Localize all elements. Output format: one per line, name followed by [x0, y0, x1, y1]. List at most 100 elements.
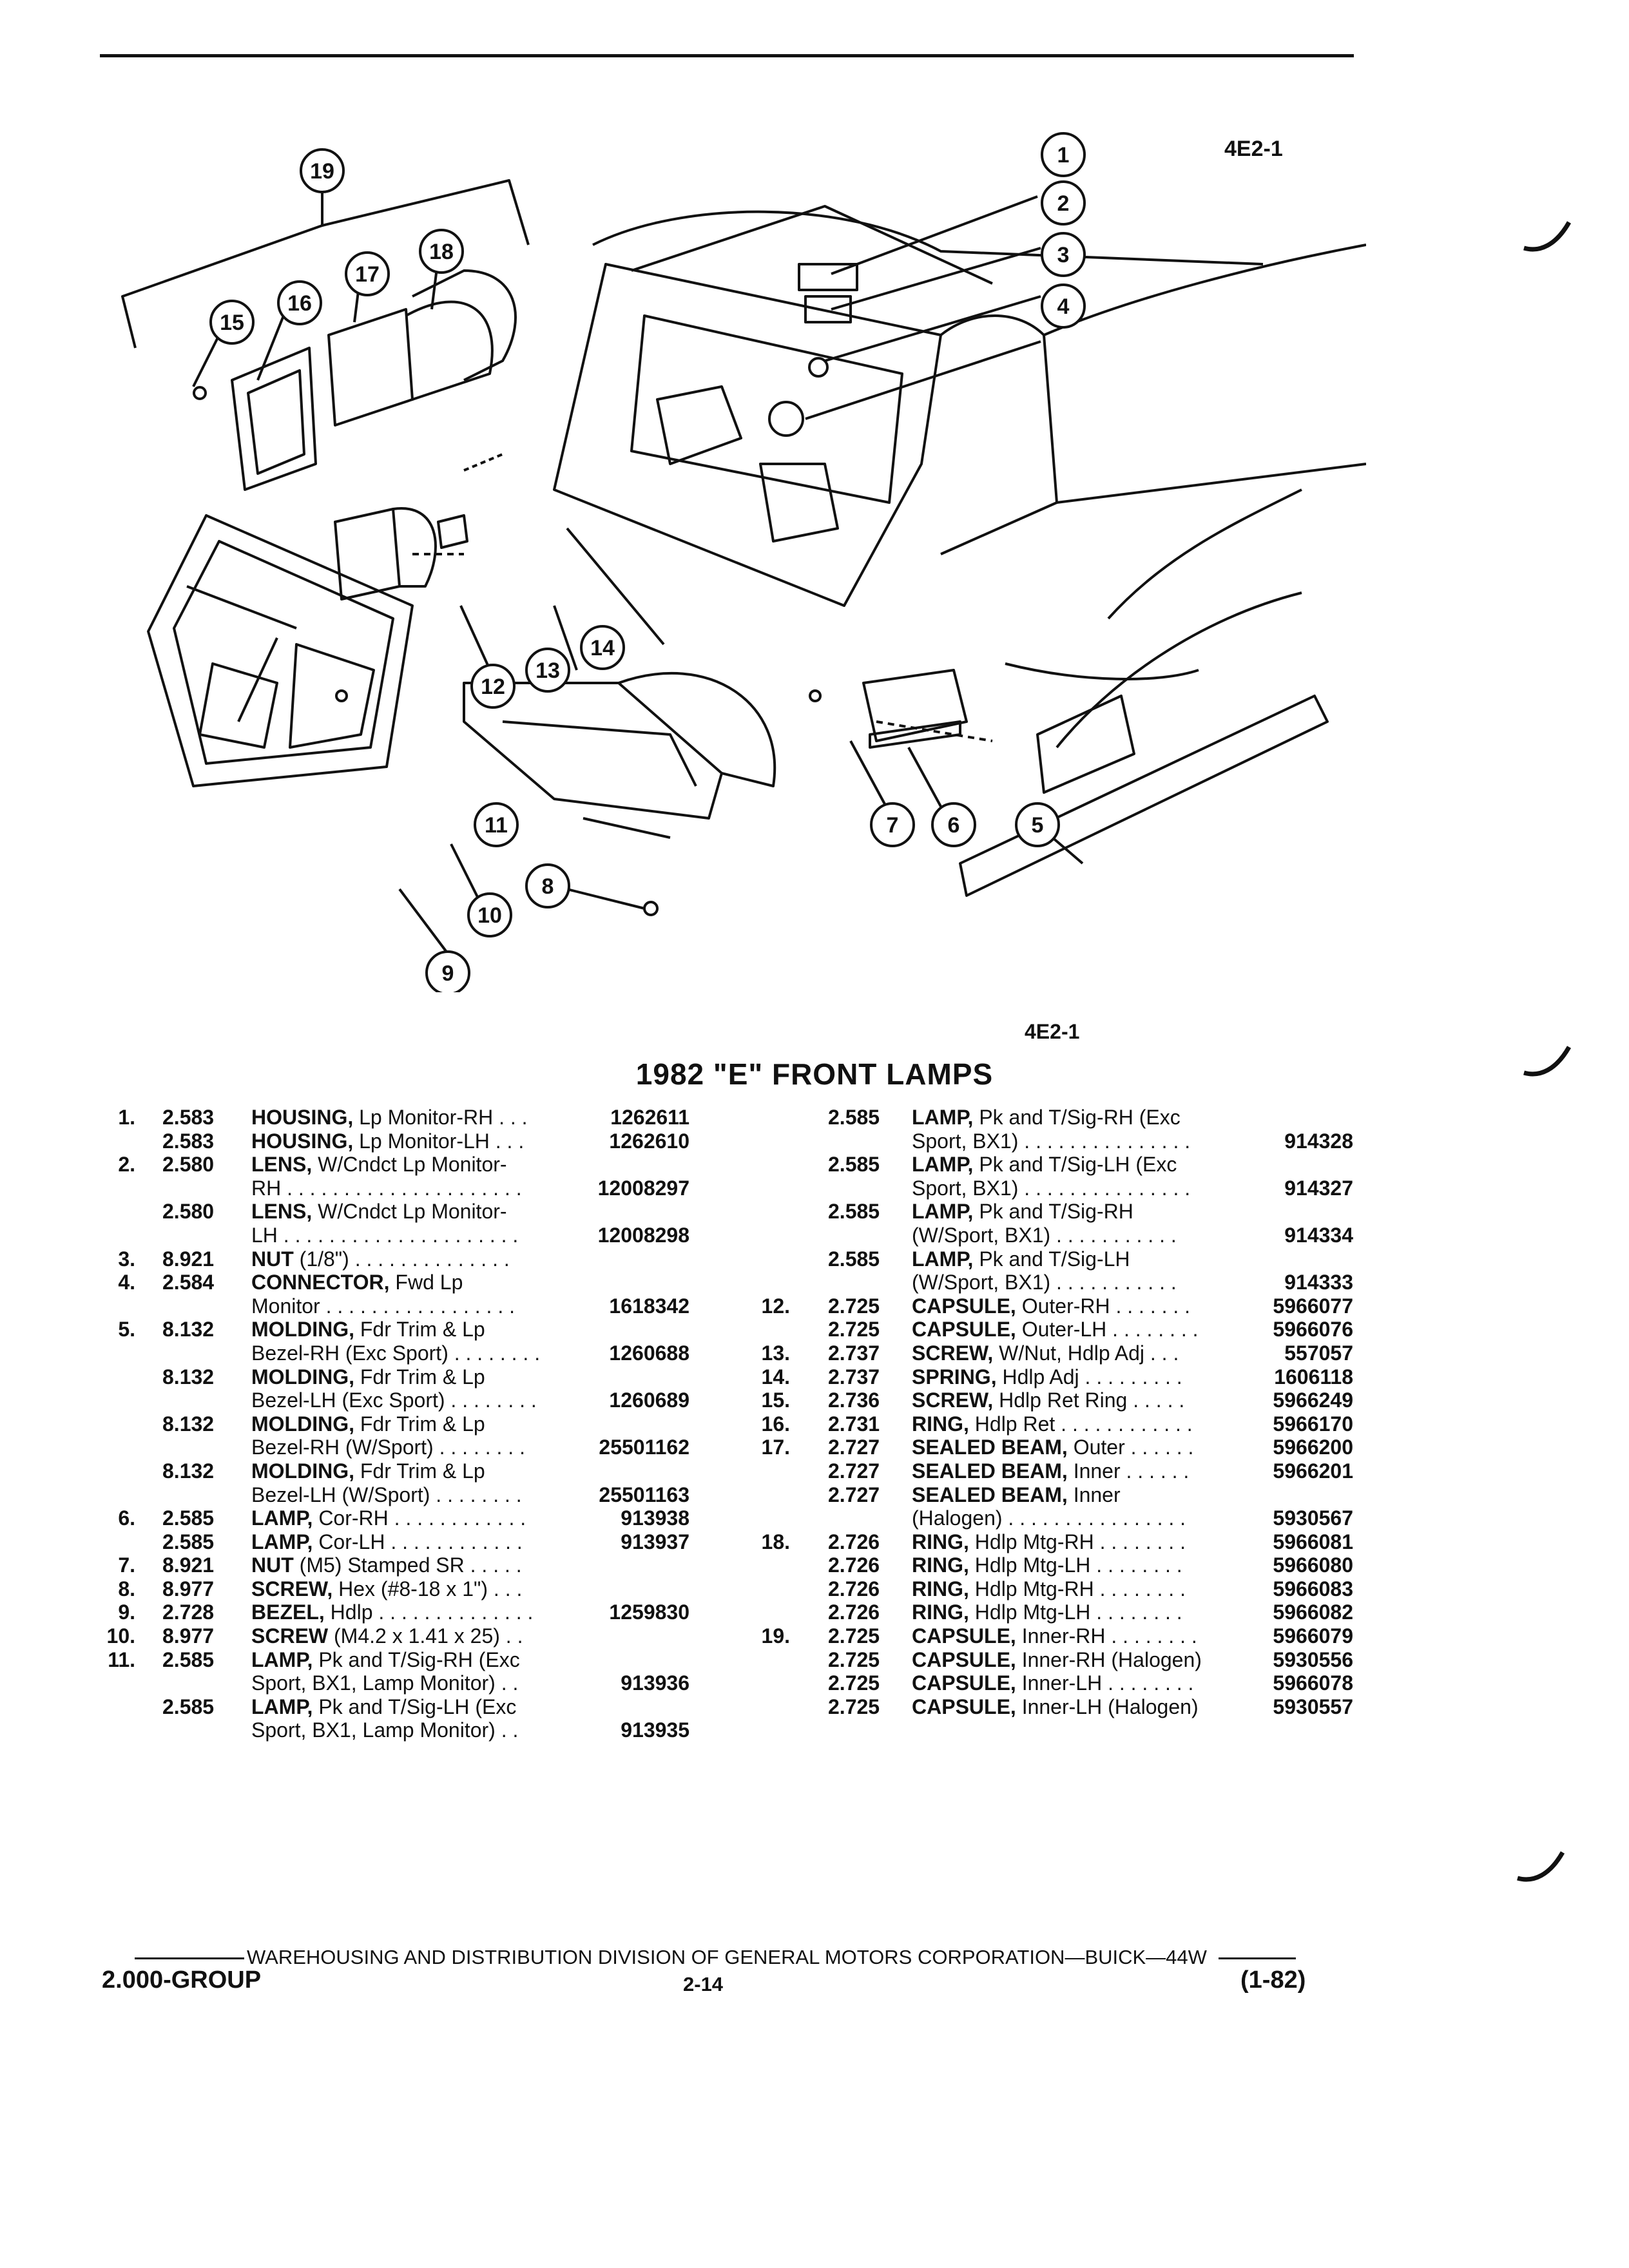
part-number: 5966078	[1273, 1671, 1353, 1695]
part-name: CAPSULE,	[912, 1318, 1016, 1341]
part-description: SCREW, Hdlp Ret Ring . . . . .	[912, 1389, 1184, 1412]
part-description: RING, Hdlp Mtg-LH . . . . . . . .	[912, 1600, 1182, 1624]
part-detail: Hdlp Mtg-RH . . . . . . . .	[969, 1577, 1186, 1600]
part-description: Sport, BX1) . . . . . . . . . . . . . . …	[912, 1129, 1190, 1153]
item-number: 18.	[761, 1530, 790, 1553]
part-description: SCREW, W/Nut, Hdlp Adj . . .	[912, 1341, 1179, 1365]
part-name: NUT	[251, 1553, 294, 1577]
part-detail: Fdr Trim & Lp	[354, 1318, 485, 1341]
parts-list-row: Bezel-LH (Exc Sport) . . . . . . . .1260…	[103, 1389, 689, 1412]
part-detail: Inner-RH (Halogen)	[1016, 1648, 1202, 1671]
callout-6: 6	[948, 813, 960, 838]
part-detail: W/Nut, Hdlp Adj . . .	[993, 1341, 1179, 1365]
item-number: 7.	[118, 1553, 135, 1577]
part-name: RING,	[912, 1553, 969, 1577]
part-detail: Pk and T/Sig-RH	[973, 1200, 1133, 1224]
part-detail: Hdlp Ret Ring . . . . .	[993, 1389, 1185, 1412]
group-number: 2.585	[828, 1153, 880, 1177]
part-detail: Inner-LH . . . . . . . .	[1016, 1671, 1194, 1695]
parts-list-row: Sport, BX1) . . . . . . . . . . . . . . …	[747, 1129, 1353, 1153]
part-name: LENS,	[251, 1153, 313, 1177]
part-detail: Outer-LH . . . . . . . .	[1016, 1318, 1199, 1341]
part-detail: Cor-LH . . . . . . . . . . . .	[313, 1530, 523, 1553]
part-number: 1260689	[609, 1389, 689, 1412]
group-number: 2.726	[828, 1530, 880, 1553]
part-name: SPRING,	[912, 1365, 997, 1389]
part-name: LAMP,	[912, 1153, 974, 1177]
callout-18: 18	[429, 240, 454, 264]
group-number: 2.725	[828, 1671, 880, 1695]
part-detail: Hdlp Mtg-LH . . . . . . . .	[969, 1553, 1182, 1577]
part-detail: Hdlp Adj . . . . . . . . .	[996, 1365, 1182, 1389]
part-detail: Hex (#8-18 x 1") . . .	[333, 1577, 523, 1600]
part-description: CAPSULE, Inner-LH (Halogen)	[912, 1695, 1199, 1719]
part-detail: Hdlp Mtg-RH . . . . . . . .	[969, 1530, 1186, 1553]
part-name: LAMP,	[912, 1106, 974, 1129]
part-name: LAMP,	[251, 1695, 313, 1718]
group-number: 2.736	[828, 1389, 880, 1412]
item-number: 14.	[761, 1365, 790, 1389]
group-number: 2.728	[162, 1600, 215, 1624]
item-number: 9.	[118, 1600, 135, 1624]
item-number: 1.	[118, 1106, 135, 1129]
part-description: SEALED BEAM, Outer . . . . . .	[912, 1436, 1193, 1459]
part-detail: Inner-RH . . . . . . . .	[1016, 1624, 1197, 1648]
part-detail: Inner	[1067, 1483, 1121, 1506]
part-description: LAMP, Pk and T/Sig-RH	[912, 1200, 1133, 1224]
parts-list-row: LH . . . . . . . . . . . . . . . . . . .…	[103, 1224, 689, 1247]
part-name: CAPSULE,	[912, 1648, 1016, 1671]
callout-15: 15	[220, 311, 244, 335]
part-name: SEALED BEAM,	[912, 1459, 1068, 1483]
part-detail: Bezel-RH (Exc Sport) . . . . . . . .	[251, 1341, 541, 1365]
footer-page-number: 2-14	[683, 1973, 724, 1995]
item-number: 17.	[761, 1436, 790, 1459]
part-description: SCREW (M4.2 x 1.41 x 25) . .	[251, 1624, 523, 1648]
footer-group: 2.000-GROUP	[102, 1966, 262, 1994]
part-detail: Cor-RH . . . . . . . . . . . .	[313, 1506, 526, 1530]
part-detail: Sport, BX1, Lamp Monitor) . .	[251, 1718, 519, 1742]
part-name: LAMP,	[912, 1247, 974, 1271]
part-number: 913936	[621, 1671, 689, 1695]
part-detail: Lp Monitor-RH . . .	[353, 1106, 528, 1129]
part-detail: Bezel-LH (W/Sport) . . . . . . . .	[251, 1483, 522, 1506]
parts-list-row: RH . . . . . . . . . . . . . . . . . . .…	[103, 1177, 689, 1200]
figure-code-top: 4E2-1	[1224, 137, 1283, 161]
part-name: MOLDING,	[251, 1318, 354, 1341]
part-name: RING,	[912, 1412, 969, 1436]
callout-7: 7	[887, 813, 899, 838]
part-number: 25501162	[599, 1436, 689, 1459]
item-number: 15.	[761, 1389, 790, 1412]
callout-17: 17	[355, 262, 380, 287]
item-number: 11.	[108, 1648, 135, 1671]
part-detail: Fdr Trim & Lp	[354, 1412, 485, 1436]
part-name: LENS,	[251, 1200, 313, 1224]
part-description: LAMP, Pk and T/Sig-RH (Exc	[251, 1648, 520, 1672]
part-description: LAMP, Pk and T/Sig-LH	[912, 1247, 1130, 1271]
part-number: 5966201	[1273, 1459, 1353, 1483]
part-number: 12008298	[597, 1223, 689, 1247]
group-number: 8.921	[162, 1553, 215, 1577]
part-number: 914327	[1284, 1176, 1353, 1200]
group-number: 8.132	[162, 1459, 215, 1483]
part-name: SCREW,	[912, 1341, 994, 1365]
part-number: 1262611	[610, 1106, 689, 1129]
part-description: Bezel-RH (Exc Sport) . . . . . . . .	[251, 1341, 540, 1365]
group-number: 2.726	[828, 1553, 880, 1577]
callout-10: 10	[477, 903, 502, 928]
